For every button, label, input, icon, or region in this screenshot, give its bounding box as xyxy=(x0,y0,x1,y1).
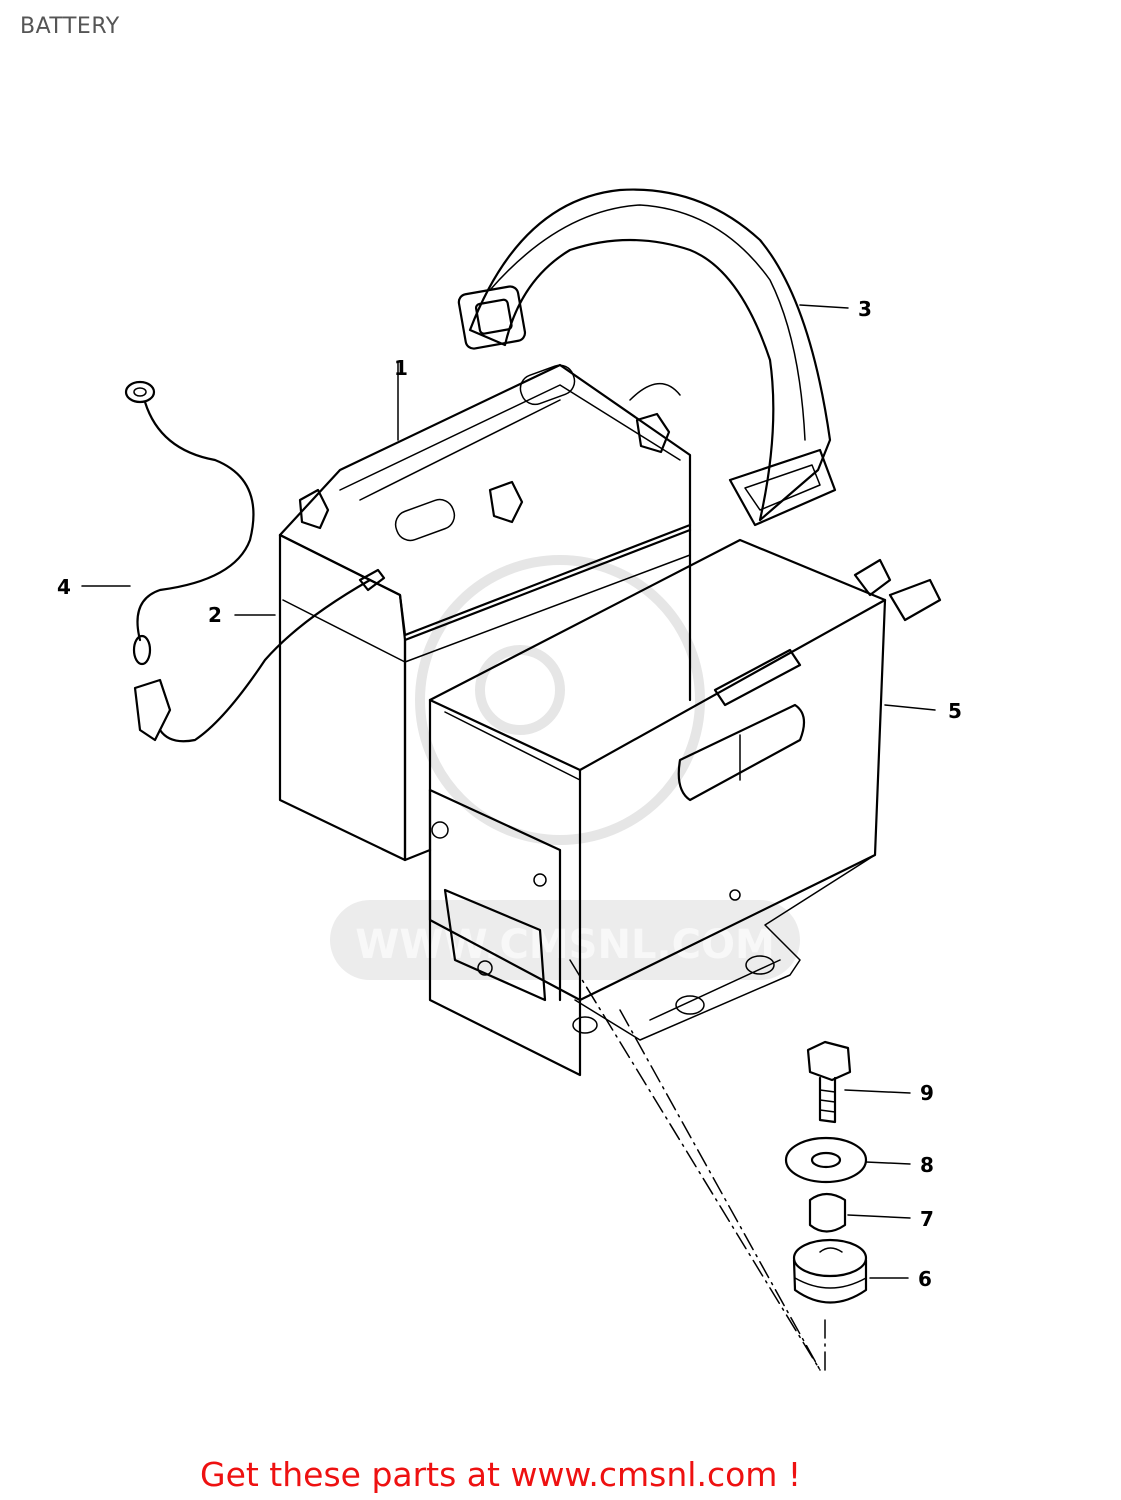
callout-1: 1 xyxy=(394,356,408,380)
cushion[interactable] xyxy=(792,1238,868,1304)
ground-lead-wire[interactable] xyxy=(124,380,255,666)
battery[interactable] xyxy=(278,361,692,862)
callout-5: 5 xyxy=(948,699,962,723)
washer[interactable] xyxy=(784,1136,868,1184)
callout-2: 2 xyxy=(208,603,222,627)
leader-line-mount xyxy=(569,959,826,1376)
battery-strap[interactable] xyxy=(457,188,837,527)
callout-7: 7 xyxy=(920,1207,934,1231)
callout-leaders xyxy=(81,304,936,1279)
page-title: BATTERY xyxy=(20,14,120,39)
battery-breather-tube[interactable] xyxy=(133,578,372,743)
callout-8: 8 xyxy=(920,1153,934,1177)
footer-link[interactable]: Get these parts at www.cmsnl.com ! xyxy=(200,1455,802,1494)
battery-case[interactable] xyxy=(428,538,942,1077)
bolt[interactable] xyxy=(806,1040,852,1124)
spacer[interactable] xyxy=(808,1192,847,1233)
callout-9: 9 xyxy=(920,1081,934,1105)
watermark: WWW.CMSNL.COM xyxy=(330,555,800,980)
callout-6: 6 xyxy=(918,1267,932,1291)
callout-3: 3 xyxy=(858,297,872,321)
callout-4: 4 xyxy=(57,575,71,599)
watermark-text: WWW.CMSNL.COM xyxy=(355,922,775,968)
